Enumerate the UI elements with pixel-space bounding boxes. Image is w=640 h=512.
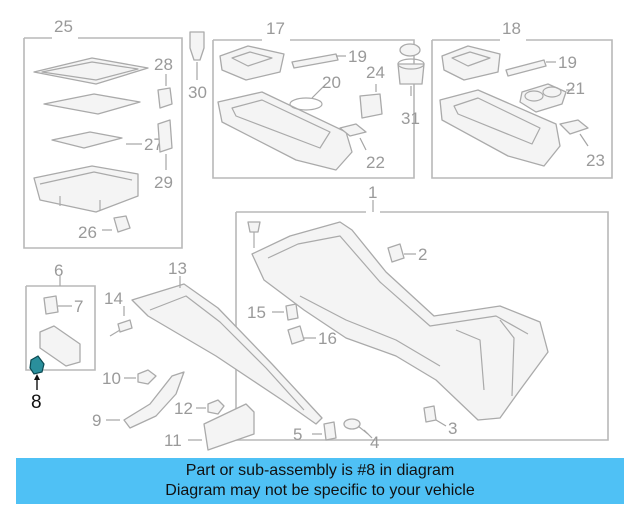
part-shifter-plate-17: [219, 45, 285, 81]
callout-7: 7: [74, 297, 83, 316]
part-cup-holder-31: 31: [397, 43, 425, 128]
group-box-6: 6: [25, 261, 96, 371]
part-trim-strip-19b: 19: [505, 53, 577, 77]
part-8-highlighted: 8: [29, 355, 45, 413]
callout-19-left: 19: [348, 47, 367, 66]
part-pad-23: 23: [559, 119, 605, 170]
banner-line-1: Part or sub-assembly is #8 in diagram: [185, 462, 455, 479]
part-cup-insert-21: 21: [519, 79, 585, 113]
callout-4: 4: [370, 433, 379, 452]
part-bracket-24: 24: [359, 63, 385, 119]
callout-22: 22: [366, 153, 385, 172]
part-clip-2: 2: [387, 243, 427, 264]
part-screw-1: [247, 221, 261, 248]
part-nut-10: 10: [102, 369, 157, 388]
callout-12: 12: [174, 399, 193, 418]
callout-3: 3: [448, 419, 457, 438]
part-console-top-17: [217, 91, 353, 171]
callout-29: 29: [154, 173, 173, 192]
leader-20: [311, 85, 325, 99]
callout-27: 27: [144, 135, 163, 154]
group-box-25: 25: [23, 17, 183, 249]
part-screw-14: 14: [104, 289, 133, 337]
callout-31: 31: [401, 109, 420, 128]
part-clip-3: 3: [423, 405, 457, 438]
part-clip-7: 7: [43, 295, 83, 316]
callout-23: 23: [586, 151, 605, 170]
part-latch-29: 29: [154, 119, 173, 192]
part-bolt-4: 4: [343, 418, 379, 452]
callout-1: 1: [368, 183, 377, 202]
part-mat-27: 27: [51, 131, 163, 154]
part-latch-28: 28: [154, 55, 173, 109]
callout-16: 16: [318, 329, 337, 348]
part-clip-15: 15: [247, 303, 299, 322]
part-bracket-6: [39, 325, 81, 367]
part-console-body-1: [251, 221, 549, 421]
part-console-top-18: [439, 89, 561, 167]
part-bracket-11: 11: [164, 403, 255, 451]
callout-9: 9: [92, 411, 101, 430]
group-box-17: 17: [212, 19, 415, 179]
callout-6: 6: [54, 261, 63, 280]
callout-24: 24: [366, 63, 385, 82]
callout-11: 11: [164, 431, 182, 450]
part-clip-5: 5: [293, 421, 337, 444]
callout-2: 2: [418, 245, 427, 264]
part-side-panel-13: 13: [131, 259, 323, 425]
callout-21: 21: [566, 79, 585, 98]
part-clip-16: 16: [287, 325, 337, 348]
callout-10: 10: [102, 369, 121, 388]
part-nut-12: 12: [174, 399, 225, 418]
callout-25: 25: [54, 17, 73, 36]
callout-14: 14: [104, 289, 123, 308]
banner-line-2: Diagram may not be specific to your vehi…: [165, 482, 475, 499]
callout-26: 26: [78, 223, 97, 242]
part-clip-30: 30: [188, 31, 207, 102]
part-bin-housing: [33, 165, 139, 213]
callout-18: 18: [502, 19, 521, 38]
callout-8: 8: [31, 392, 42, 413]
callout-13: 13: [168, 259, 187, 278]
callout-20: 20: [322, 73, 341, 92]
callout-19-right: 19: [558, 53, 577, 72]
callout-5: 5: [293, 425, 302, 444]
part-bin-liner: [43, 93, 141, 115]
callout-17: 17: [266, 19, 285, 38]
part-bin-lid-pad: [33, 57, 149, 85]
part-bracket-9: 9: [92, 371, 185, 430]
group-box-18: 18: [431, 19, 613, 179]
part-trim-strip-19a: 19: [291, 47, 367, 69]
part-clip-26: 26: [78, 215, 131, 242]
part-shifter-plate-18: [441, 45, 501, 81]
info-banner: Part or sub-assembly is #8 in diagram Di…: [16, 458, 624, 504]
callout-30: 30: [188, 83, 207, 102]
callout-28: 28: [154, 55, 173, 74]
part-pad-22: 22: [339, 123, 385, 172]
callout-15: 15: [247, 303, 266, 322]
